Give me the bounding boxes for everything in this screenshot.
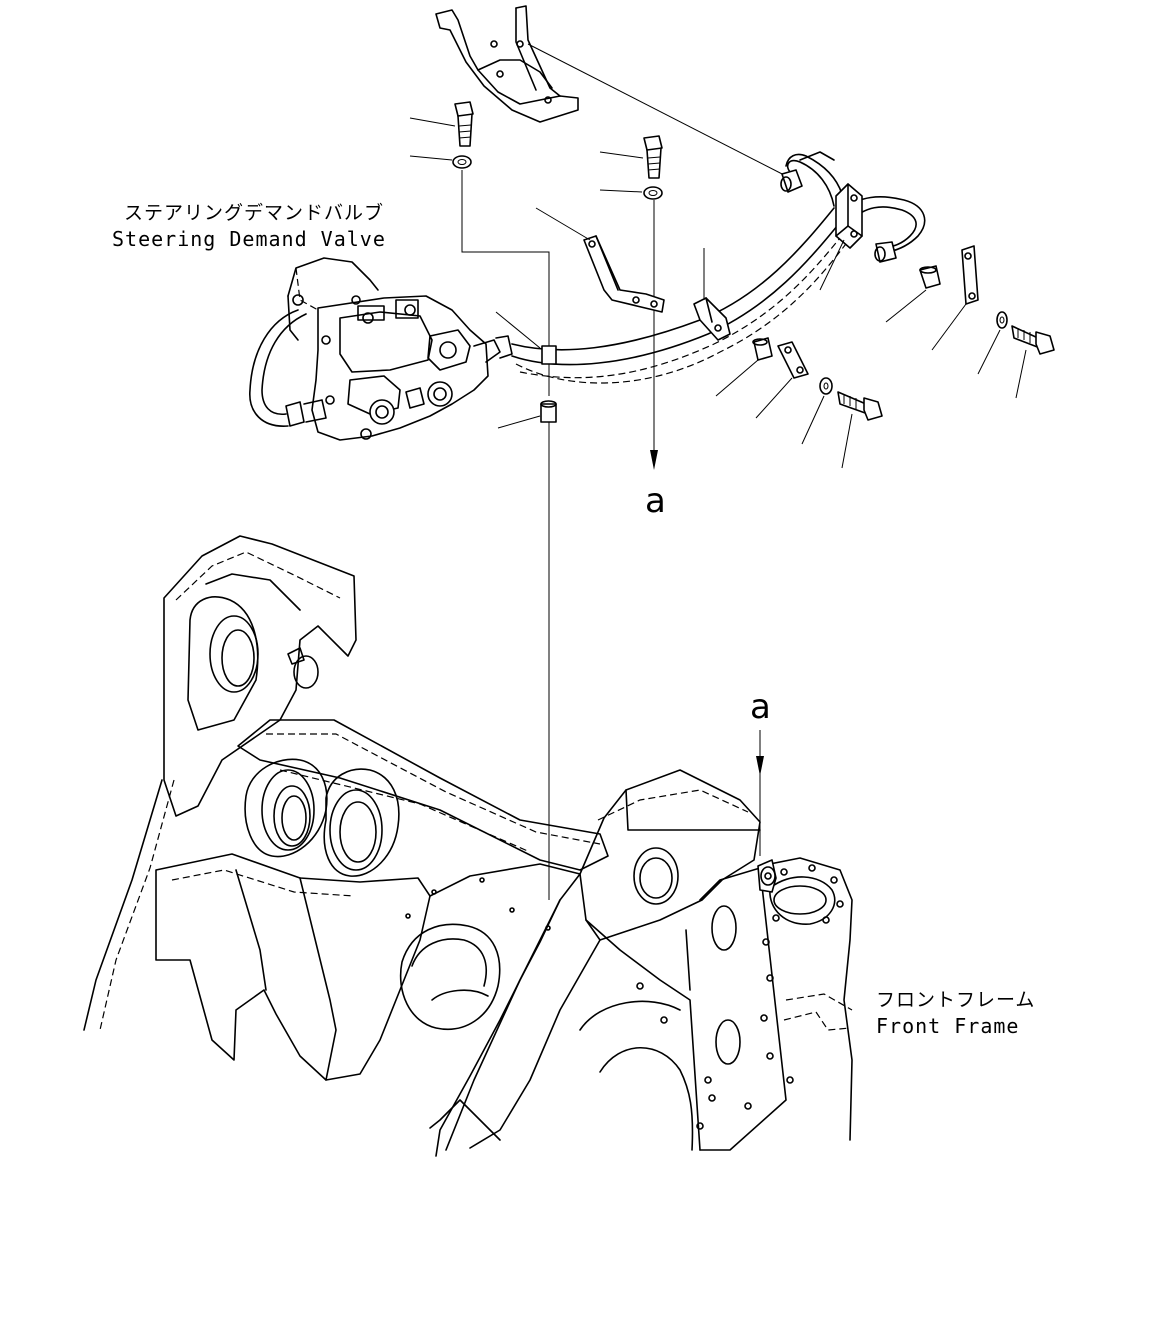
- mounting-bracket: [435, 5, 579, 123]
- valve-label-jp: ステアリングデマンドバルブ: [124, 202, 385, 224]
- view-ref-a-bottom: a: [750, 687, 771, 727]
- bolt-right: [1011, 325, 1055, 399]
- bracket-leader: [527, 43, 791, 179]
- sleeve-right: [885, 265, 941, 323]
- frame-label-jp: フロントフレーム: [876, 989, 1036, 1011]
- sleeve-middle: [715, 337, 773, 397]
- washer-left: [452, 155, 472, 169]
- spacer: [495, 311, 557, 365]
- view-arrow-head: [650, 450, 658, 470]
- hose-assembly: [511, 151, 926, 384]
- washer-center: [643, 186, 663, 200]
- hose-clamp: [693, 297, 731, 341]
- valve-label-en: Steering Demand Valve: [112, 227, 386, 251]
- valve-hoses: [249, 309, 513, 427]
- frame-fitting: [757, 859, 777, 893]
- washer-middle: [801, 377, 833, 445]
- view-a-arrow-head: [756, 756, 764, 776]
- bolt-left: [454, 101, 474, 147]
- collar: [497, 400, 557, 429]
- bolt-center: [643, 135, 663, 179]
- frame-label-en: Front Frame: [876, 1014, 1020, 1038]
- hose-clamp-block: [835, 183, 863, 249]
- front-frame: [83, 535, 853, 1157]
- clamp-plate-right: [931, 245, 979, 351]
- hose-support-bracket: [583, 235, 665, 313]
- hose-fittings: [780, 169, 897, 263]
- steering-demand-valve: [287, 257, 501, 441]
- clamp-plate-middle: [755, 341, 809, 419]
- view-ref-a-top: a: [645, 481, 666, 521]
- bolt-middle: [837, 391, 883, 469]
- washer-right: [977, 311, 1008, 375]
